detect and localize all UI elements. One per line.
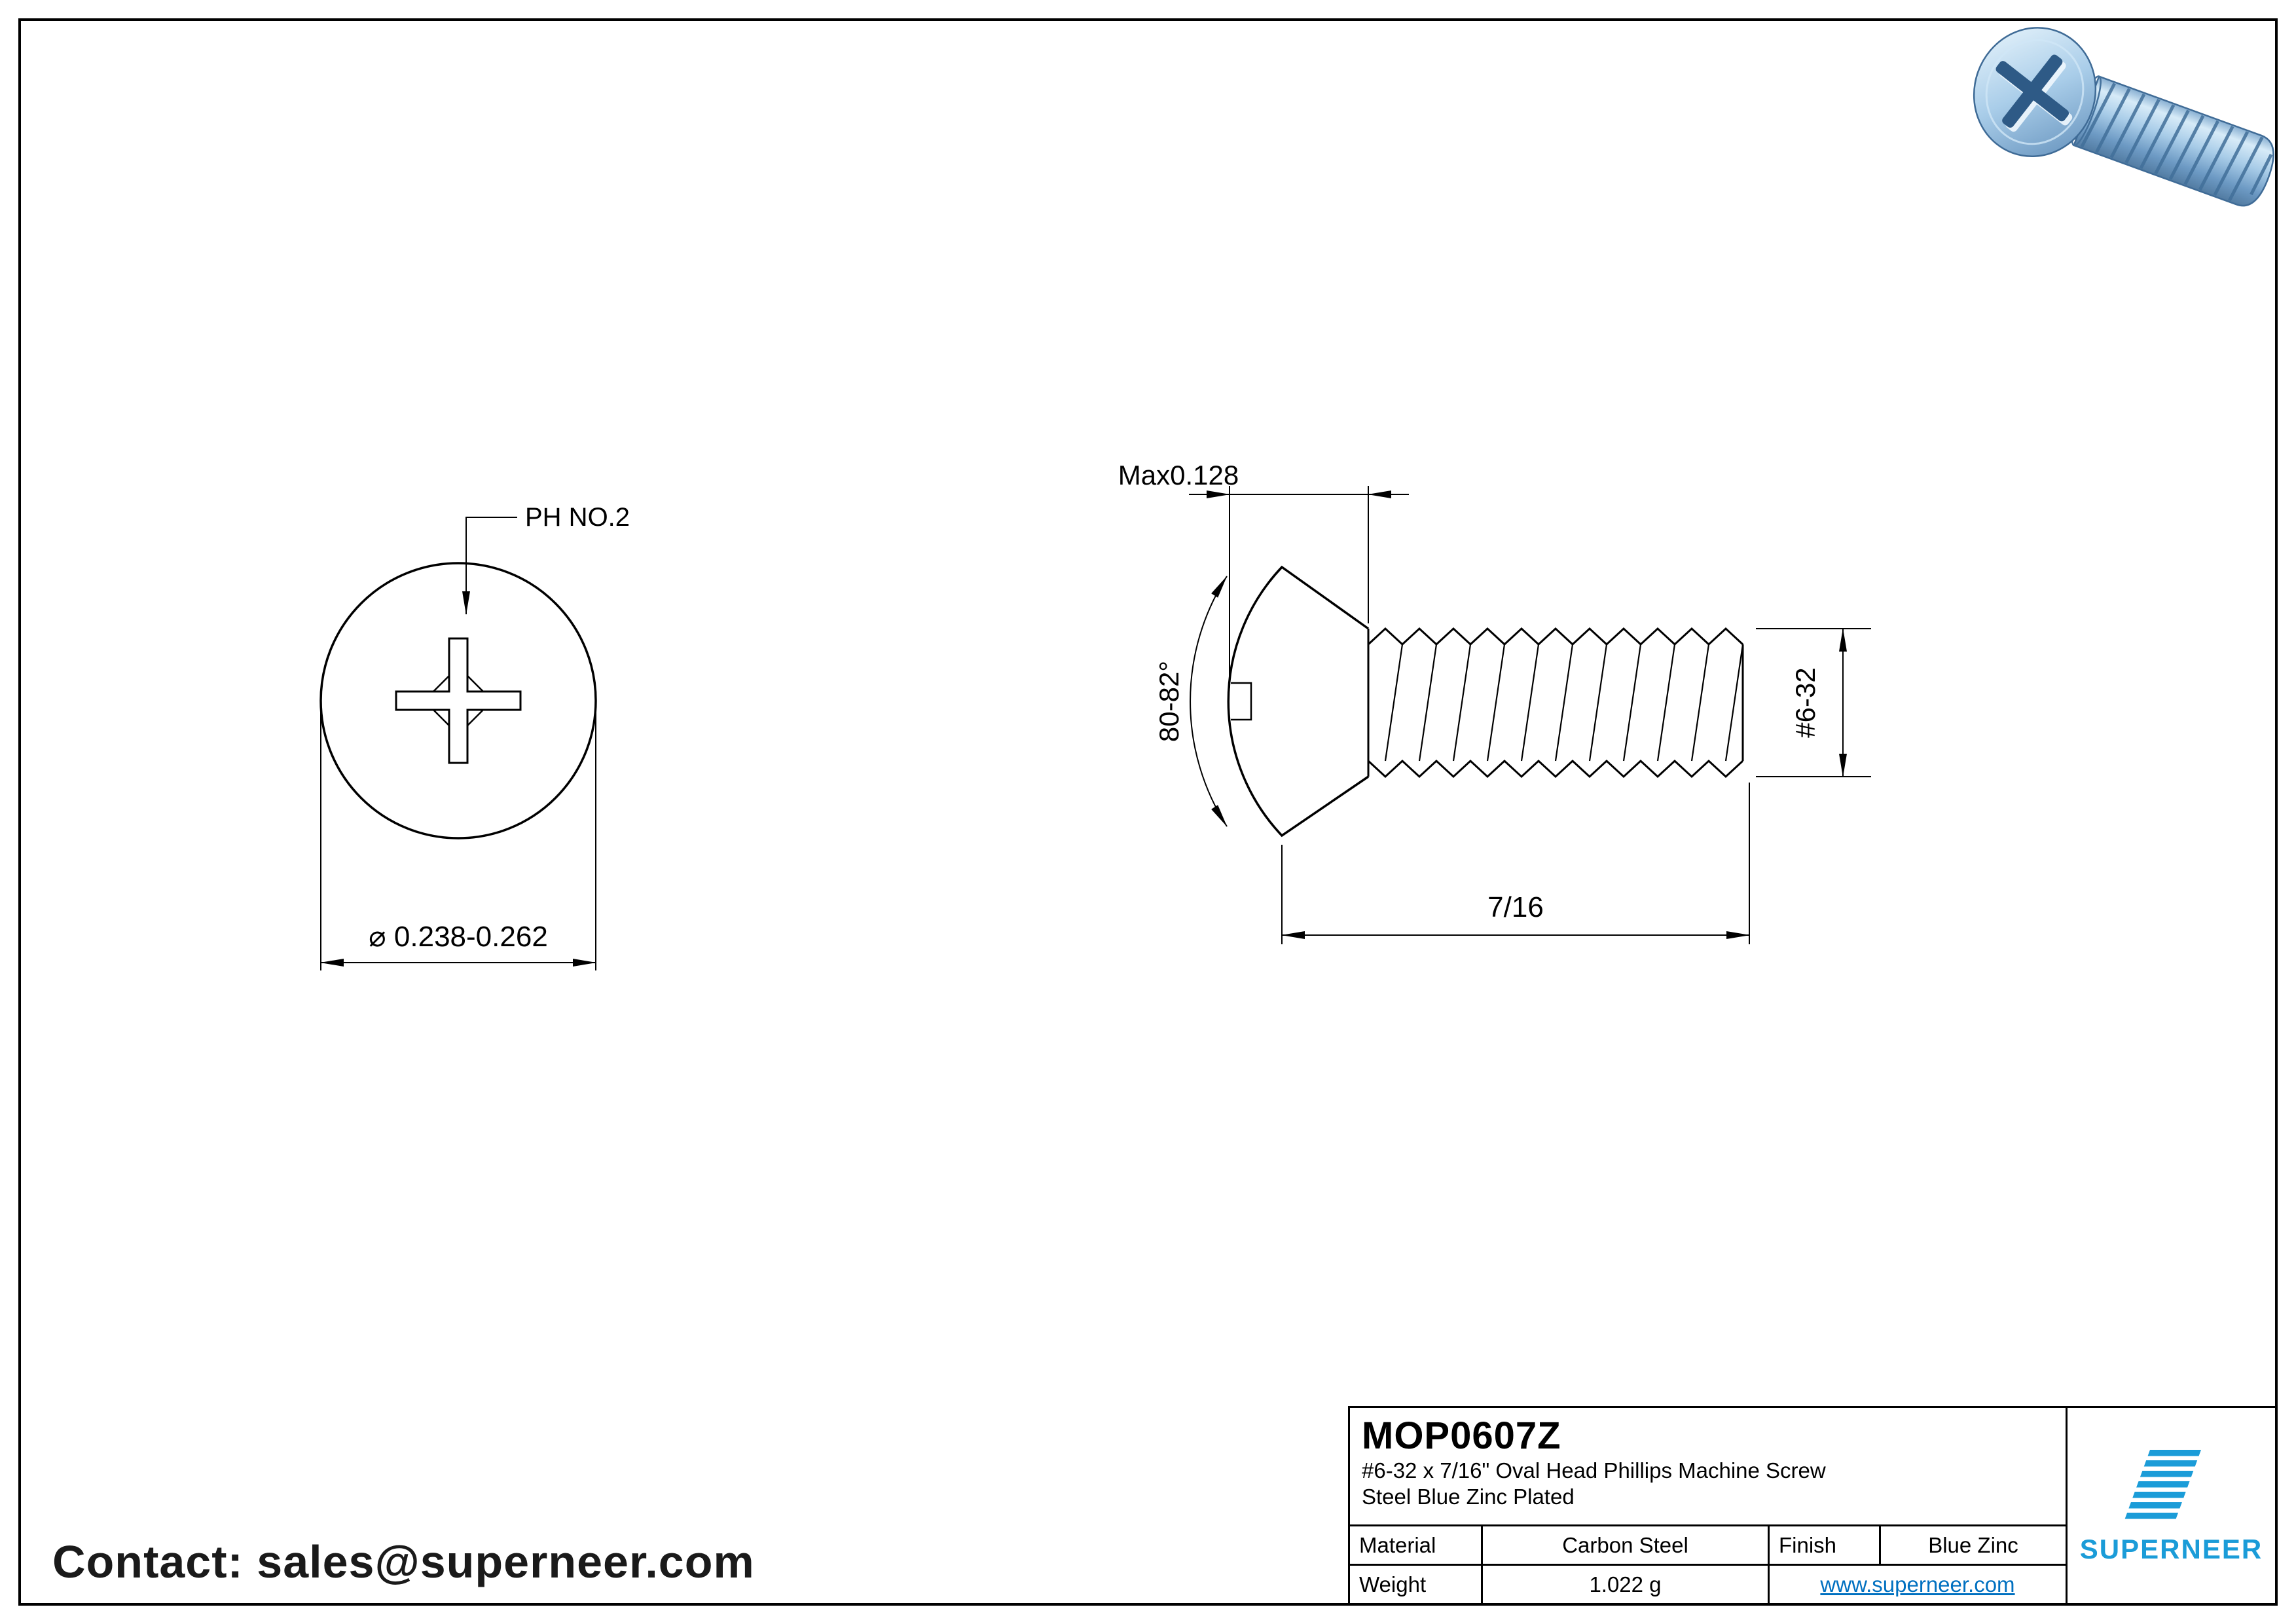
material-label: Material: [1350, 1524, 1481, 1564]
description-line-2: Steel Blue Zinc Plated: [1362, 1485, 1575, 1509]
head-outline-circle: [319, 562, 597, 840]
brand-name: SUPERNEER: [2079, 1534, 2263, 1564]
weight-value: 1.022 g: [1481, 1564, 1768, 1603]
thread-top-edge: [1367, 627, 1744, 646]
head-diameter-label: ⌀ 0.238-0.262: [369, 921, 548, 953]
spec-table: Material Carbon Steel Finish Blue Zinc W…: [1350, 1524, 2066, 1603]
oval-head-profile: [1227, 565, 1370, 838]
dim-thread-size: #6-32: [1756, 628, 1871, 777]
weight-label: Weight: [1350, 1564, 1481, 1603]
head-angle-label: 80-82°: [1154, 661, 1184, 742]
material-value: Carbon Steel: [1481, 1524, 1768, 1564]
superneer-logo-icon: [2124, 1450, 2201, 1519]
finish-value: Blue Zinc: [1879, 1524, 2066, 1564]
dim-head-angle: 80-82°: [1152, 576, 1228, 827]
phillips-recess-chamfers: [433, 675, 484, 726]
screw-3d-render: [1973, 27, 2274, 207]
thread-ridges: [2080, 83, 2273, 202]
title-block-header: MOP0607Z #6-32 x 7/16" Oval Head Phillip…: [1350, 1408, 2066, 1524]
thread-flanks: [1384, 644, 1744, 762]
dim-recess-callout: PH NO.2: [462, 503, 630, 615]
finish-label: Finish: [1768, 1524, 1879, 1564]
description-line-1: #6-32 x 7/16" Oval Head Phillips Machine…: [1362, 1458, 1826, 1483]
contact-line: Contact: sales@superneer.com: [52, 1536, 755, 1587]
dim-length: 7/16: [1281, 783, 1750, 944]
title-block-left: MOP0607Z #6-32 x 7/16" Oval Head Phillip…: [1350, 1408, 2066, 1603]
phillips-cross-icon: [1995, 54, 2069, 128]
title-block: MOP0607Z #6-32 x 7/16" Oval Head Phillip…: [1348, 1406, 2275, 1603]
dim-head-diameter: ⌀ 0.238-0.262: [320, 709, 596, 970]
drawing-border: [18, 18, 2278, 1606]
part-number: MOP0607Z: [1362, 1414, 1561, 1457]
thread-bottom-edge: [1367, 759, 1744, 779]
thread-size-label: #6-32: [1790, 667, 1821, 737]
apex-recess-notch: [1231, 682, 1252, 721]
front-view: PH NO.2 ⌀ 0.238-0.262: [319, 503, 630, 970]
side-view: Max0.128 80-82° #6-32 7/16: [1118, 460, 1871, 944]
website-link[interactable]: www.superneer.com: [1768, 1564, 2066, 1603]
head-height-label: Max0.128: [1118, 460, 1239, 490]
brand-logo-cell: SUPERNEER: [2066, 1408, 2275, 1603]
phillips-recess: [395, 637, 522, 764]
dim-head-height: Max0.128: [1118, 460, 1409, 688]
length-label: 7/16: [1487, 891, 1544, 923]
ph-callout-label: PH NO.2: [525, 503, 630, 532]
